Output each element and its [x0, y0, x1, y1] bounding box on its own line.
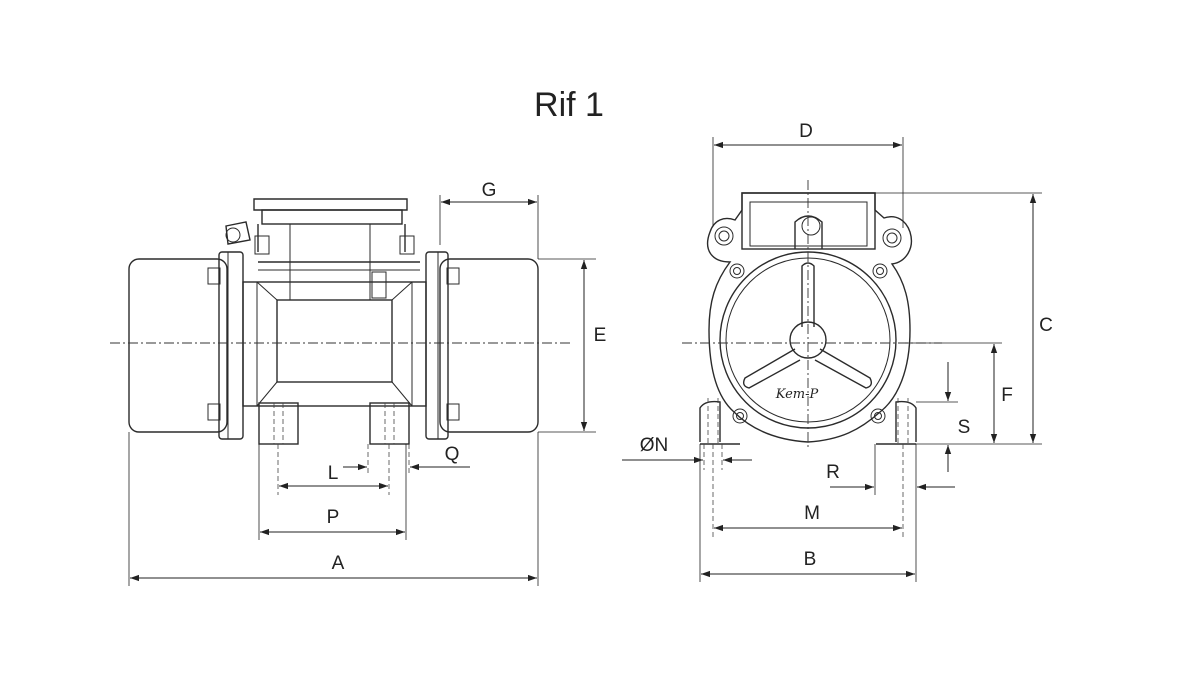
dim-f-label: F	[1001, 385, 1013, 406]
foot-left-side	[258, 402, 299, 445]
motor-body-front: Kem-P	[699, 192, 917, 445]
foot-right-side	[369, 402, 410, 445]
foot-left-front	[699, 400, 721, 442]
left-flange	[218, 251, 244, 440]
drawing-title: Rif 1	[534, 86, 604, 124]
cable-gland	[225, 221, 251, 245]
right-flange	[425, 251, 449, 440]
hub	[789, 321, 827, 359]
brand-logo: Kem-P	[775, 387, 819, 402]
dim-c-label: C	[1039, 315, 1053, 336]
terminal-box-lid	[253, 198, 408, 211]
dim-p-label: P	[327, 507, 340, 528]
dim-a-label: A	[332, 553, 345, 574]
dim-g-label: G	[482, 180, 497, 201]
spoke-top	[801, 262, 815, 327]
dim-q-label: Q	[445, 444, 460, 465]
motor-body-side	[128, 198, 539, 445]
center-housing	[276, 299, 393, 383]
dim-s-label: S	[958, 417, 971, 438]
right-end-cap	[439, 258, 539, 433]
dim-n-label: ØN	[640, 435, 669, 456]
front-housing	[706, 192, 912, 443]
front-view: Kem-P D C	[622, 121, 1053, 582]
spoke-left	[742, 348, 801, 389]
stator-body	[242, 281, 427, 407]
dim-e-label: E	[594, 325, 607, 346]
foot-right-front	[895, 400, 917, 442]
dim-d-label: D	[799, 121, 813, 142]
dim-b-label: B	[804, 549, 817, 570]
dim-r-label: R	[826, 462, 840, 483]
side-view: G E L Q P A	[110, 180, 606, 586]
dim-l-label: L	[328, 463, 339, 484]
left-end-cap	[128, 258, 228, 433]
spoke-right	[814, 348, 873, 389]
terminal-box-front	[741, 192, 876, 250]
dim-m-label: M	[804, 503, 820, 524]
